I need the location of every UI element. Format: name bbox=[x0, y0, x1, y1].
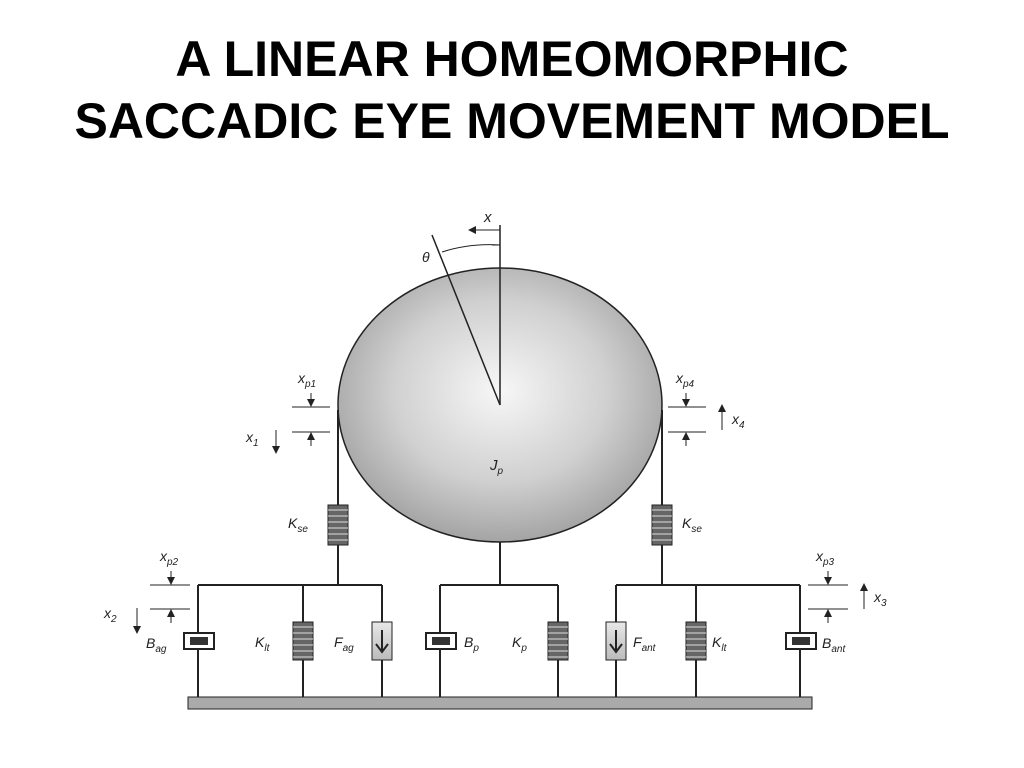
label-x2: x2 bbox=[103, 605, 117, 625]
label-x1: x1 bbox=[245, 429, 259, 449]
rotated-gaze-line bbox=[431, 234, 501, 406]
ground-plate bbox=[187, 696, 813, 710]
label-fant: Fant bbox=[633, 634, 657, 654]
fag-force-generator bbox=[371, 585, 393, 697]
label-jp: Jp bbox=[489, 457, 504, 477]
bant-dashpot bbox=[785, 585, 817, 697]
label-klt-left: Klt bbox=[255, 634, 271, 654]
label-bag: Bag bbox=[146, 635, 167, 655]
kp-spring bbox=[547, 585, 569, 697]
label-bant: Bant bbox=[822, 635, 846, 655]
xp3-x3-markers bbox=[808, 571, 868, 623]
xp2-x2-markers bbox=[133, 571, 190, 634]
kse-right-spring bbox=[651, 504, 673, 546]
label-xp3: xp3 bbox=[815, 548, 835, 568]
label-x3: x3 bbox=[873, 589, 887, 609]
label-kse-right: Kse bbox=[682, 515, 702, 535]
label-theta: θ bbox=[422, 249, 430, 265]
fant-force-generator bbox=[605, 585, 627, 697]
label-xp4: xp4 bbox=[675, 370, 695, 390]
kse-left-spring bbox=[327, 504, 349, 546]
label-kse-left: Kse bbox=[288, 515, 308, 535]
title-line-2: SACCADIC EYE MOVEMENT MODEL bbox=[74, 93, 950, 149]
xp1-x1-markers bbox=[272, 393, 330, 454]
slide-title: A LINEAR HOMEOMORPHIC SACCADIC EYE MOVEM… bbox=[0, 28, 1024, 152]
theta-arc bbox=[441, 244, 501, 253]
klt-left-spring bbox=[292, 585, 314, 697]
title-line-1: A LINEAR HOMEOMORPHIC bbox=[175, 31, 849, 87]
label-x4: x4 bbox=[731, 411, 745, 431]
label-kp: Kp bbox=[512, 634, 527, 654]
bp-dashpot bbox=[425, 585, 457, 697]
label-x: x bbox=[483, 209, 492, 226]
label-klt-right: Klt bbox=[712, 634, 728, 654]
klt-right-spring bbox=[685, 585, 707, 697]
xp4-x4-markers bbox=[668, 393, 726, 446]
label-xp1: xp1 bbox=[297, 370, 316, 390]
label-bp: Bp bbox=[464, 634, 479, 654]
label-fag: Fag bbox=[334, 634, 354, 654]
label-xp2: xp2 bbox=[159, 548, 179, 568]
bag-dashpot bbox=[183, 585, 215, 697]
